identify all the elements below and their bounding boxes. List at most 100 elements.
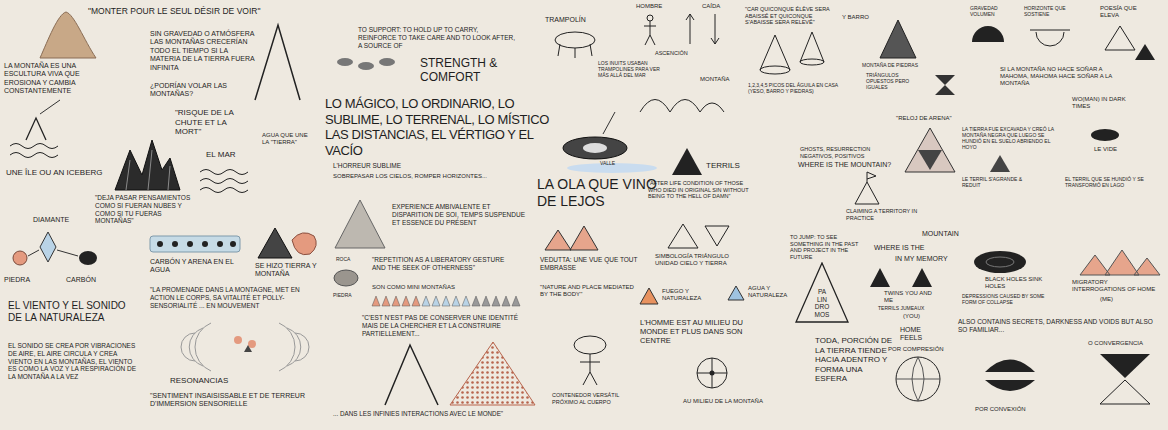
small-triangle [1135, 44, 1155, 60]
black-hole-swirl [986, 257, 1014, 267]
annotation-text: CARBÓN Y ARENA EN EL AGUA [150, 258, 242, 275]
annotation-text: TRIÁNGULOS OPUESTOS PERO IGUALES [866, 72, 926, 90]
annotation-text: "SENTIMENT INSAISISSABLE ET DE TERREUR D… [150, 392, 330, 409]
annotation-text: WHERE IS THE [874, 244, 934, 252]
annotation-text: ROCA [336, 256, 361, 262]
twin-terrils [870, 268, 932, 287]
pink-mark [234, 336, 242, 344]
terril-triangle [672, 148, 702, 175]
annotation-text: CARBÓN [66, 276, 106, 284]
annotation-text: "AFTER LIFE CONDITION OF THOSE WHO DIED … [648, 180, 758, 200]
rock [334, 270, 358, 286]
wave [10, 153, 58, 158]
cone [760, 35, 790, 70]
pink-mark [248, 340, 256, 348]
annotation-text: MIGRATORY INTERROGATIONS OF HOME [1072, 279, 1157, 293]
annotation-text: HOMBRE [636, 3, 676, 10]
claim-triangle [855, 182, 879, 204]
annotation-text: VEDUTTA: UNE VUE QUE TOUT EMBRASSE [540, 256, 645, 272]
cone [800, 32, 824, 62]
annotation-text: HORIZONTE QUE SOSTIENE [1024, 5, 1074, 17]
annotation-text: AGUA QUE UNE LA "TIERRA" [262, 132, 310, 146]
fire-triangle [640, 288, 658, 304]
annotation-text: CAÍDA [702, 3, 742, 10]
sound-arc [181, 333, 195, 361]
annotation-text: L'HORREUR SUBLIME [333, 162, 423, 170]
body-figure [580, 354, 600, 385]
annotation-text: EL TERRIL QUE SE HUNDIÓ Y SE TRANSFORMÓ … [1065, 176, 1160, 188]
terril-mark [990, 155, 1010, 172]
coal-dot [230, 241, 236, 247]
pink-peaks [545, 226, 598, 250]
annotation-text: WO(MAN) IN DARK TIMES [1072, 96, 1134, 110]
cloud [337, 58, 353, 66]
opposite-triangles [935, 75, 955, 95]
outline-peak [385, 345, 438, 405]
convex-bottom [985, 380, 1035, 391]
annotation-text: SON COMO MINI MONTAÑAS [372, 284, 482, 291]
annotation-text: GRAVEDAD VOLUMEN [970, 5, 1012, 17]
annotation-text: HOME FEELS [900, 326, 940, 343]
annotation-text: FUEGO Y NATURALEZA [662, 288, 717, 302]
man-head [647, 15, 653, 21]
small-mountain [258, 228, 292, 258]
annotation-text: ASCENCIÓN [655, 50, 700, 57]
link-line [28, 250, 39, 256]
flag [867, 172, 876, 182]
annotation-text: EL MAR [206, 150, 246, 160]
annotation-text: ... DANS LES INFINIES INTERACTIONS AVEC … [333, 410, 553, 418]
sound-arc [279, 323, 295, 371]
annotation-text: TWINS YOU AND ME [884, 290, 939, 304]
sphere [896, 357, 940, 401]
mini-mountains [422, 296, 470, 306]
annotation-text: DEPRESSIONS CAUSED BY SOME FORM OF COLLA… [962, 293, 1054, 305]
annotation-text: VALLE [600, 160, 630, 166]
man-figure [644, 21, 656, 45]
annotation-text: GHOSTS, RESURRECTION NEGATIVOS, POSITIVO… [800, 146, 885, 159]
annotation-text: EXPERIENCE AMBIVALENTE ET DISPARITION DE… [392, 203, 532, 226]
node-text: PA LIN DRO MOS [813, 288, 831, 319]
annotation-text: POR COMPRESIÓN [888, 346, 950, 353]
mountain-outline [640, 100, 724, 113]
coal-blob [79, 251, 97, 265]
half-dome [972, 26, 1004, 42]
annotation-text: WHERE IS THE MOUNTAIN? [798, 161, 903, 169]
water-band [150, 236, 240, 252]
annotation-text: "MONTER POUR LE SEUL DÉSIR DE VOIR" [88, 6, 313, 16]
sea-wave [200, 179, 248, 184]
palindrome-triangle: PA LIN DRO MOS [795, 262, 849, 323]
annotation-text: AGUA Y NATURALEZA [748, 285, 793, 299]
mini-mountains [372, 296, 420, 306]
annotation-text: CLAIMING A TERRITORY IN PRACTICE [846, 208, 918, 221]
brown-mound [40, 12, 96, 58]
cone-base [760, 66, 790, 74]
annotation-text: LA MONTAÑA ES UNA ESCULTURA VIVA QUE ERO… [4, 62, 106, 96]
horizon-arc [1030, 30, 1070, 46]
annotation-text: AU MILIEU DE LA MONTAÑA [683, 398, 768, 405]
trampoline [555, 32, 595, 48]
annotation-text: TO SUPPORT: TO HOLD UP TO CARRY, REINFOR… [358, 26, 518, 49]
annotation-text: EL VIENTO Y EL SONIDO DE LA NATURALEZA [8, 300, 130, 324]
annotation-text: ¿PODRÍAN VOLAR LAS MONTAÑAS? [150, 82, 245, 99]
annotation-text: MOUNTAIN [922, 230, 964, 238]
tiny-peak [244, 345, 252, 352]
trampoline-legs [558, 44, 592, 58]
convergence-bottom [1100, 380, 1150, 404]
stone-mountain [880, 20, 916, 58]
cloud [358, 62, 374, 70]
annotation-text: 1,2,3,4,5 PICOS DEL ÁGUILA EN CASA (YESO… [748, 82, 853, 94]
black-mountains [115, 140, 180, 190]
annotation-text: UNE ÎLE OU AN ICEBERG [6, 168, 106, 178]
annotation-text: PIEDRA [333, 292, 363, 298]
world-circle [697, 358, 727, 388]
leader-line [603, 112, 615, 134]
annotation-text: SE HIZO TIERRA Y MONTAÑA [255, 262, 323, 279]
valley-eye [563, 137, 627, 159]
coal-dot [217, 241, 223, 247]
inverted-triangle [918, 150, 942, 170]
annotation-text: TERRILS [706, 161, 751, 171]
sea-wave [200, 188, 248, 193]
annotation-text: TERRILS JUMEAUX [878, 305, 943, 311]
container-vessel [574, 336, 606, 354]
